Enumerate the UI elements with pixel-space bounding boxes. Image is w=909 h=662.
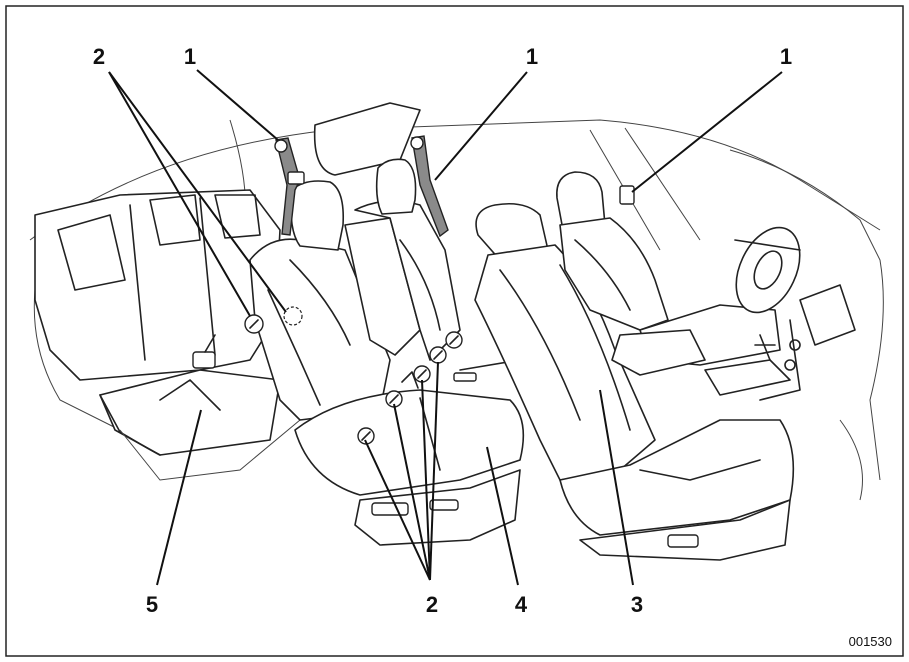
leader-2-bottom-a	[364, 439, 431, 581]
second-row-seat	[249, 158, 541, 546]
callout-1-right: 1	[780, 44, 792, 69]
callout-3: 3	[631, 592, 643, 617]
leader-4	[486, 446, 519, 586]
leader-lines	[108, 69, 783, 586]
leader-2-top-a	[108, 71, 251, 317]
leader-2-bottom-b	[393, 403, 431, 581]
callout-2-bottom: 2	[426, 592, 438, 617]
third-row-seat	[34, 189, 301, 481]
leader-1-left	[196, 69, 279, 141]
callout-1-left: 1	[184, 44, 196, 69]
figure-code: 001530	[849, 634, 892, 649]
callout-2-top: 2	[93, 44, 105, 69]
front-seat	[474, 202, 795, 561]
leader-3	[599, 389, 634, 586]
callout-labels: 1 1 1 2 2 3 4 5 001530	[93, 44, 892, 649]
leader-2-bottom-c	[421, 379, 431, 581]
leader-2-top-b	[108, 71, 287, 313]
dashboard	[704, 226, 856, 401]
callout-1-center: 1	[526, 44, 538, 69]
leader-5	[156, 409, 202, 586]
driver-seat	[556, 171, 781, 376]
leader-2-bottom-d	[429, 361, 439, 581]
leader-1-center	[434, 71, 528, 181]
callout-4: 4	[515, 592, 528, 617]
callout-5: 5	[146, 592, 158, 617]
leader-1-right	[631, 71, 783, 193]
vehicle-interior-illustration	[29, 102, 884, 561]
seat-belts	[274, 135, 635, 238]
